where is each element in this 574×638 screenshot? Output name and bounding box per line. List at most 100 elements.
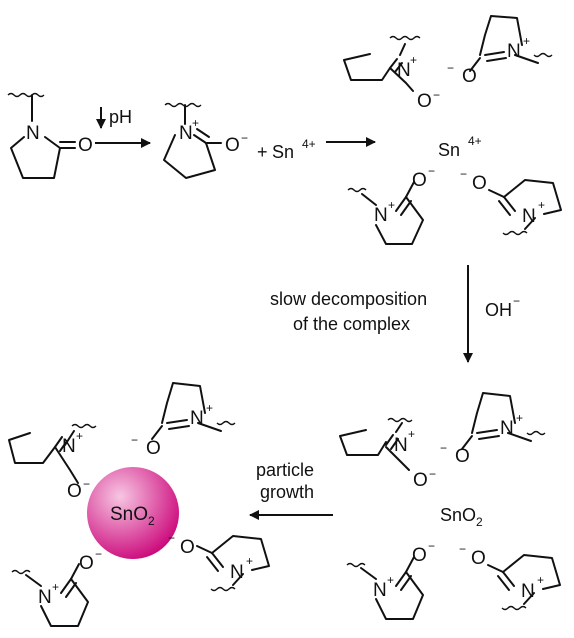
imine-double-bond — [206, 552, 224, 572]
polymer-backbone-wavy — [164, 102, 202, 108]
oxygen-label: O — [412, 170, 427, 191]
intermediate-sno2: SnO2 — [440, 505, 483, 529]
growth-line1: particle — [256, 460, 314, 480]
polymer-backbone-wavy — [387, 417, 413, 423]
negative-charge: − — [83, 477, 90, 491]
complex-center-tin: Sn 4+ — [438, 134, 482, 160]
ring-bonds — [471, 392, 532, 442]
ring-bonds — [161, 382, 222, 432]
negative-charge: − — [428, 539, 435, 553]
nitrogen-label: N — [190, 408, 204, 429]
ring-bonds — [479, 15, 539, 64]
c-o-bond — [469, 57, 481, 72]
capping-ligand-top-left: N + O − — [8, 423, 97, 502]
sno2-nanoparticle: SnO2 — [87, 467, 179, 559]
hydroxide-label: OH — [485, 300, 512, 320]
nitrogen-label: N — [179, 123, 193, 144]
negative-charge: − — [429, 467, 436, 481]
negative-charge: − — [459, 542, 466, 556]
ring-bonds — [343, 43, 414, 92]
negative-charge: − — [433, 88, 440, 102]
negative-charge: − — [447, 61, 454, 75]
nitrogen-label: N — [374, 205, 388, 226]
c-o-bond — [151, 425, 163, 440]
ligand-top-right: N + O − — [447, 15, 553, 87]
nitrogen-label: N — [62, 436, 76, 457]
tin-symbol: Sn — [438, 140, 460, 160]
positive-charge: + — [410, 53, 417, 67]
positive-charge: + — [537, 573, 544, 587]
oxygen-label: O — [225, 135, 240, 156]
polymer-backbone-wavy — [389, 35, 421, 41]
oxygen-label: O — [78, 135, 93, 156]
negative-charge: − — [460, 167, 467, 181]
plus-sign: + — [257, 142, 268, 162]
positive-charge: + — [246, 554, 253, 568]
nitrogen-label: N — [507, 41, 521, 62]
tin-addition: + Sn 4+ — [257, 137, 316, 162]
capping-ligand-bottom-left: N + O − — [11, 547, 102, 627]
positive-charge: + — [206, 401, 213, 415]
c-o-bond — [405, 181, 415, 198]
oxygen-label: O — [412, 545, 427, 566]
ligand-bottom-right: N + O − — [460, 167, 562, 236]
polymer-backbone-wavy — [71, 423, 97, 429]
positive-charge: + — [387, 573, 394, 587]
ligand-bottom-left: N + O − — [347, 164, 435, 245]
polymer-backbone-wavy — [501, 605, 527, 611]
c-o-bond — [405, 556, 415, 573]
positive-charge: + — [516, 411, 523, 425]
ph-label: pH — [109, 107, 132, 127]
nitrogen-label: N — [397, 60, 411, 81]
polymer-backbone-wavy — [502, 230, 528, 236]
ring-bonds — [25, 574, 89, 627]
oxygen-label: O — [413, 470, 428, 491]
imine-double-bond — [497, 571, 515, 591]
oxygen-label: O — [462, 66, 477, 87]
negative-charge: − — [440, 441, 447, 455]
sno2-label: SnO2 — [440, 505, 483, 529]
imine-double-bond — [166, 419, 190, 430]
imine-double-bond — [476, 429, 500, 440]
ring-bonds — [360, 567, 424, 620]
polymer-backbone-wavy — [347, 187, 367, 193]
polymer-backbone-wavy — [216, 420, 236, 426]
tin-symbol: Sn — [272, 142, 294, 162]
decomposition-line2: of the complex — [293, 314, 410, 334]
imine-double-bond — [395, 571, 412, 591]
growth-step: particle growth — [249, 460, 333, 520]
ring-bonds — [211, 535, 270, 586]
oxygen-label: O — [180, 537, 195, 558]
growth-line2: growth — [260, 482, 314, 502]
positive-charge: + — [523, 34, 530, 48]
carbonyl-double-bond — [59, 141, 76, 149]
nitrogen-label: N — [521, 581, 535, 602]
ring-bonds — [361, 193, 424, 245]
negative-charge: − — [241, 131, 248, 145]
polymer-backbone-wavy — [7, 92, 45, 98]
polymer-backbone-wavy — [210, 586, 236, 592]
c-o-bond — [70, 563, 80, 580]
imine-double-bond — [193, 128, 210, 144]
c-o-bond — [461, 435, 473, 450]
decomposition-line1: slow decomposition — [270, 289, 427, 309]
negative-charge: − — [131, 433, 138, 447]
particle-sphere — [87, 467, 179, 559]
oxygen-label: O — [79, 553, 94, 574]
ring-bonds — [10, 94, 61, 179]
particle-label: SnO2 — [110, 504, 155, 528]
positive-charge: + — [408, 427, 415, 441]
pyrrolidone-reactant: N O — [7, 92, 93, 179]
capping-ligand-top-right: N + O − — [131, 382, 236, 459]
negative-charge: − — [95, 547, 102, 561]
oxygen-label: O — [146, 438, 161, 459]
imine-double-bond — [389, 58, 403, 73]
decomposition-step: slow decomposition of the complex OH − — [270, 265, 520, 363]
imine-double-bond — [385, 434, 399, 450]
ring-bonds — [339, 422, 410, 471]
ph-arrow: pH — [95, 107, 151, 148]
imine-double-bond — [498, 196, 516, 216]
oxygen-label: O — [471, 548, 486, 569]
polymer-backbone-wavy — [11, 569, 31, 575]
